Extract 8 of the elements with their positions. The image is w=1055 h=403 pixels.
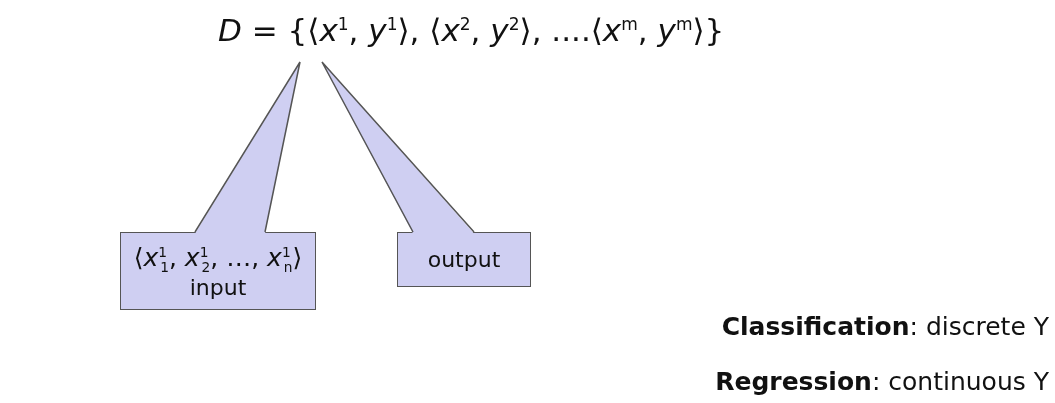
definition-text: Classification: discrete Y: [721, 312, 1049, 341]
callout-text: input: [189, 274, 247, 300]
input-vector: ⟨x$^{1}$$_{1}$, x$^{1}$$_{2}$, …, x$^{1}$$_{n}$⟩: [133, 242, 303, 275]
callout-box: [120, 232, 316, 310]
dataset-formula: D = {⟨x$^{1}$, y$^{1}$⟩, ⟨x$^{2}$, y$^{2}$⟩, ....⟨x$^{m}$, y$^{m}$⟩}: [218, 12, 725, 48]
callout-box: [397, 232, 531, 287]
callout-text: output: [427, 247, 501, 272]
definition-text: Regression: continuous Y: [715, 367, 1049, 396]
